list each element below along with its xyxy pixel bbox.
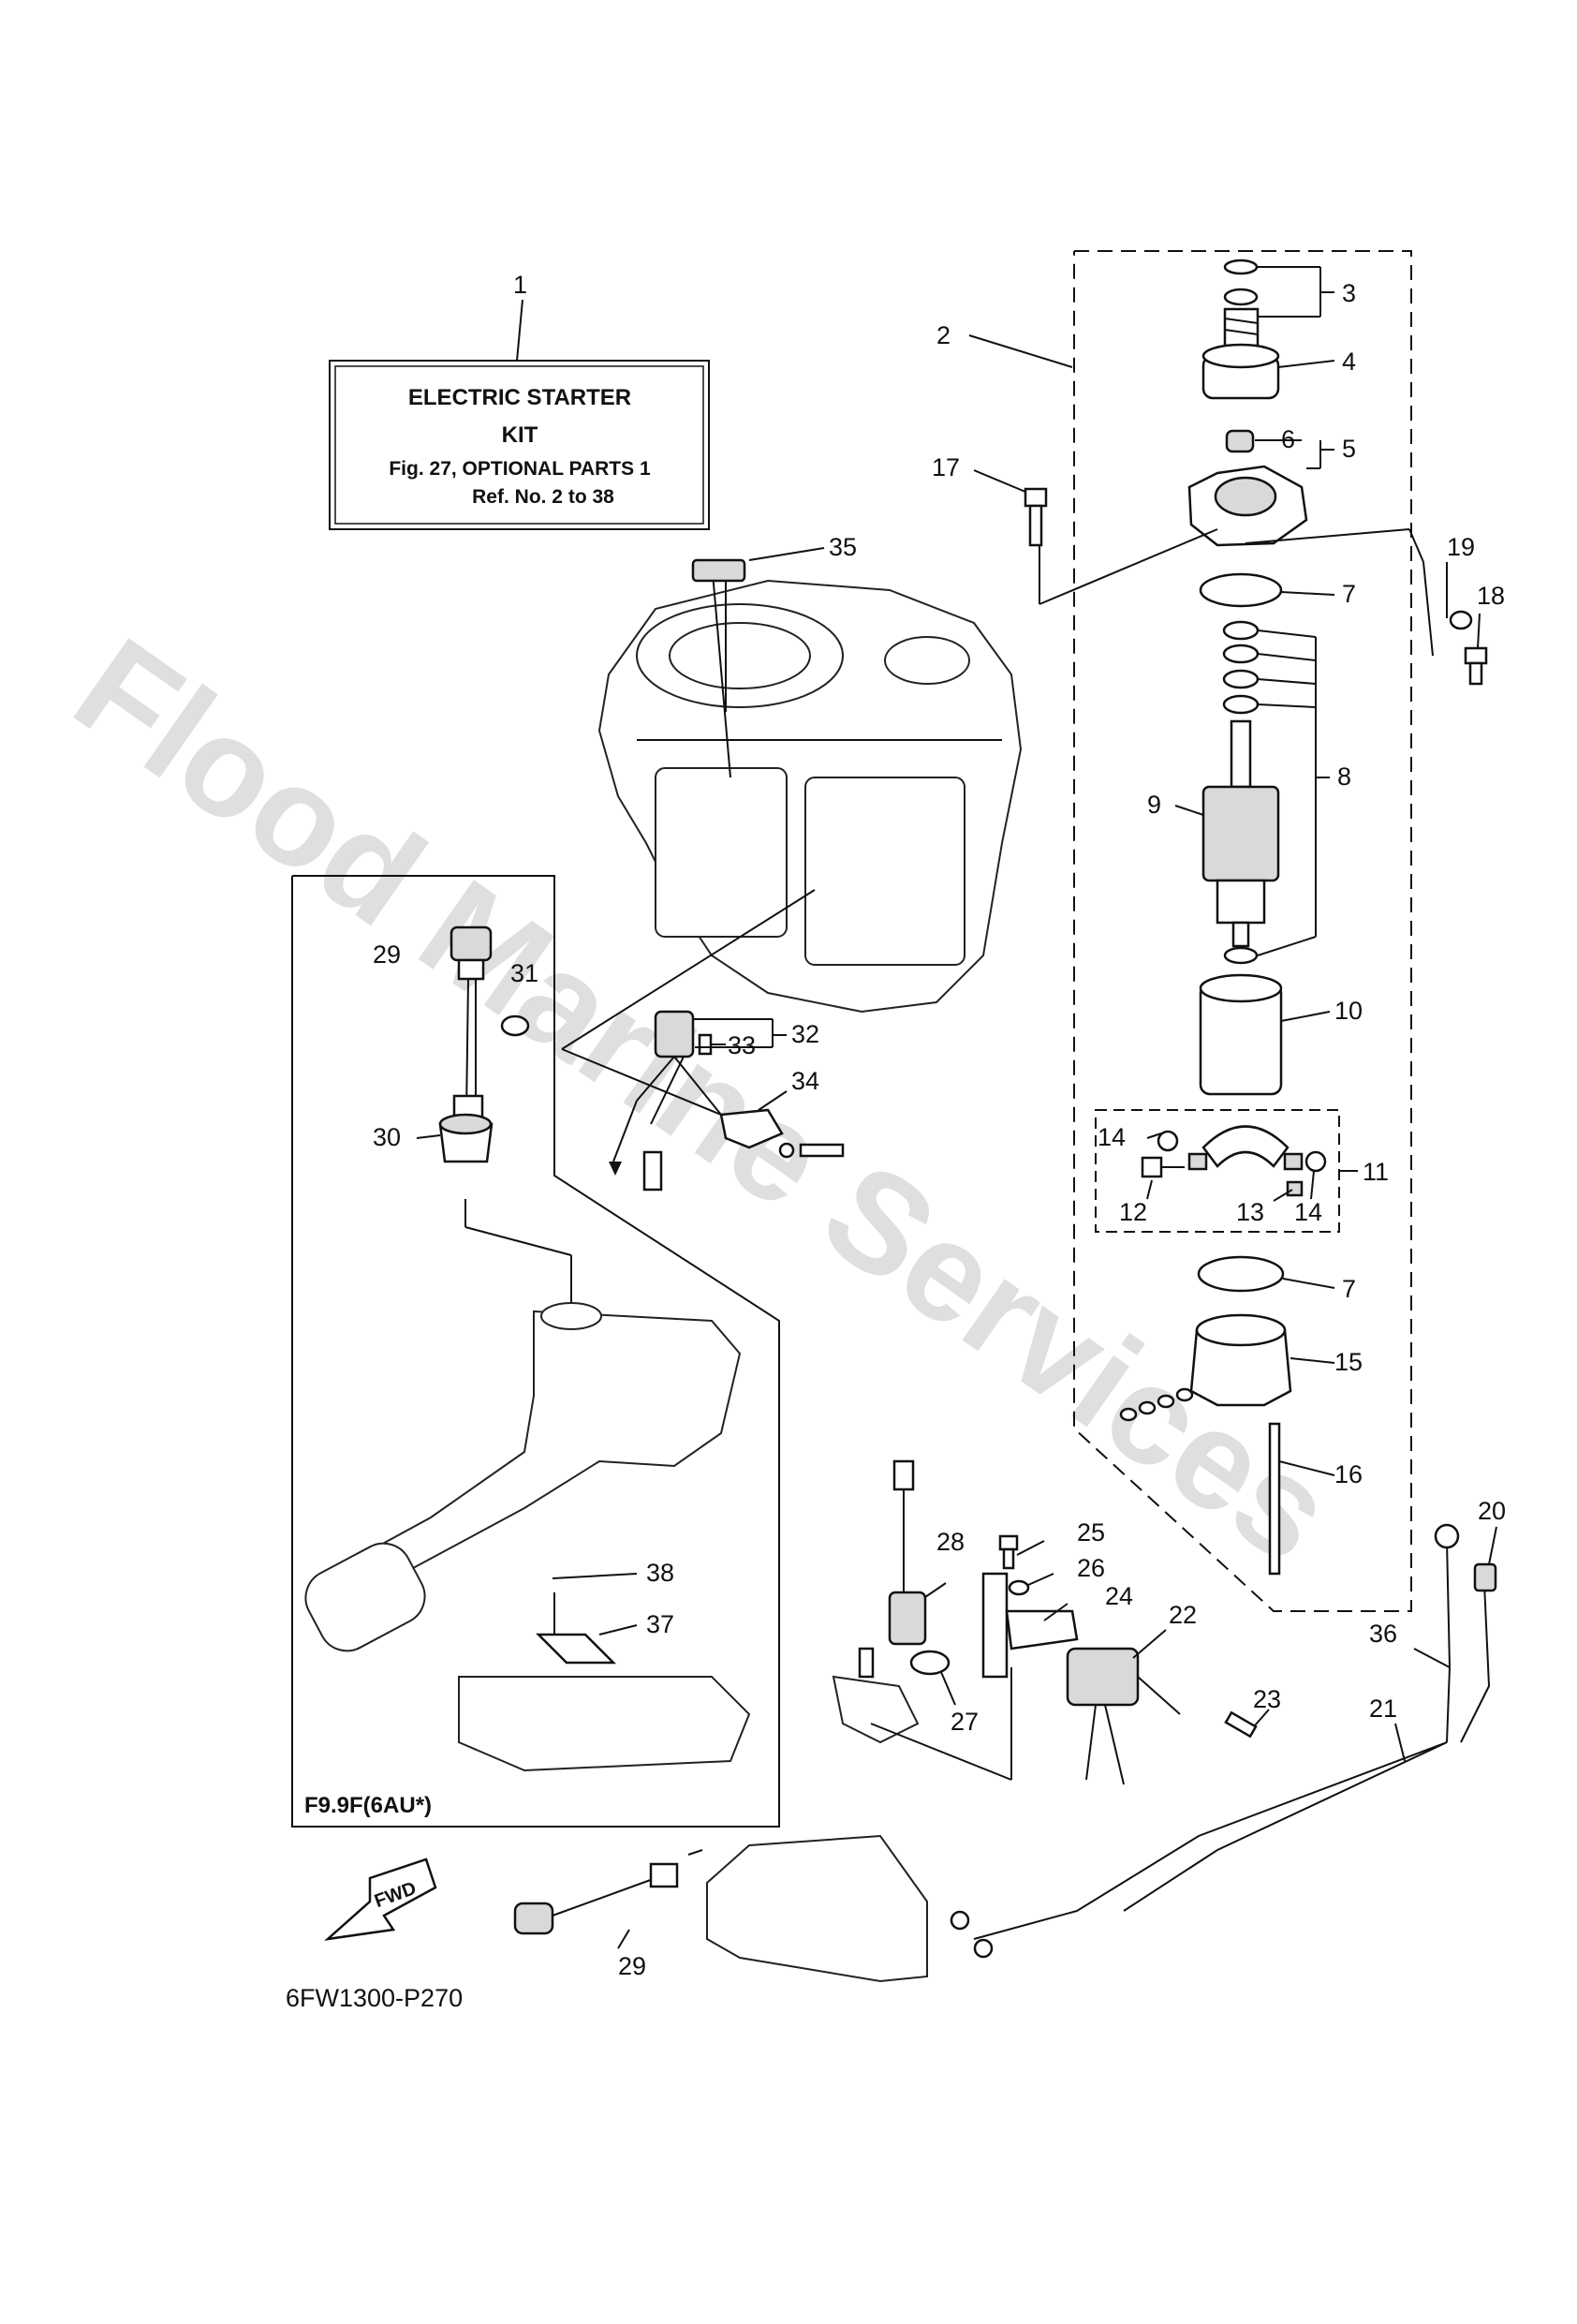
callout-8: 8	[1337, 762, 1351, 791]
callout-28: 28	[936, 1528, 965, 1556]
kit-title: ELECTRIC STARTER	[408, 385, 631, 410]
callout-29a: 29	[373, 940, 401, 969]
callout-13: 13	[1236, 1198, 1264, 1226]
kit-info-box: ELECTRIC STARTER KIT Fig. 27, OPTIONAL P…	[329, 360, 710, 530]
callout-16: 16	[1334, 1460, 1363, 1488]
callout-12: 12	[1119, 1198, 1147, 1226]
callout-11: 11	[1363, 1158, 1389, 1186]
leader-lines	[973, 266, 1481, 1476]
kit-figure-ref: Fig. 27, OPTIONAL PARTS 1	[389, 458, 651, 480]
callout-30: 30	[373, 1123, 401, 1151]
callout-25: 25	[1077, 1518, 1105, 1547]
callout-5: 5	[1342, 435, 1356, 463]
callout-35: 35	[829, 533, 857, 561]
inset-components	[304, 925, 751, 1772]
callout-27: 27	[951, 1708, 979, 1736]
callout-9: 9	[1147, 791, 1161, 819]
kit-subtitle: KIT	[502, 422, 538, 448]
callout-36: 36	[1369, 1620, 1397, 1648]
callout-4: 4	[1342, 348, 1356, 376]
callout-19: 19	[1447, 533, 1475, 561]
callout-20: 20	[1478, 1497, 1506, 1525]
connector-35	[691, 558, 746, 583]
callout-14b: 14	[1294, 1198, 1322, 1226]
callout-10: 10	[1334, 997, 1363, 1025]
fwd-arrow-icon: FWD	[324, 1858, 437, 1941]
variant-inset-outline	[291, 875, 780, 1828]
callout-29b: 29	[618, 1952, 646, 1980]
callout-1: 1	[513, 271, 527, 299]
callout-2: 2	[936, 321, 951, 349]
callout-24: 24	[1105, 1582, 1133, 1610]
wiring-harness-parts	[561, 889, 845, 1192]
callout-18: 18	[1477, 582, 1505, 610]
callout-21: 21	[1369, 1695, 1397, 1723]
engine-block	[597, 561, 1023, 1014]
callout-31: 31	[510, 959, 538, 987]
lower-components	[513, 1459, 1497, 1983]
callout-33: 33	[728, 1031, 756, 1059]
drawing-code: 6FW1300-P270	[286, 1984, 463, 2012]
callout-7b: 7	[1342, 1275, 1356, 1303]
callout-numbers: 1 2 3 4 6 5 17 19 18 7 8 9 10 14 11 12 1…	[373, 271, 1506, 1980]
callout-32: 32	[791, 1020, 819, 1048]
variant-label: F9.9F(6AU*)	[304, 1793, 432, 1818]
callout-23: 23	[1253, 1685, 1281, 1713]
callout-26: 26	[1077, 1554, 1105, 1582]
callout-3: 3	[1342, 279, 1356, 307]
callout-37: 37	[646, 1610, 674, 1638]
callout-14a: 14	[1098, 1123, 1126, 1151]
callout-38: 38	[646, 1559, 674, 1587]
callout-15: 15	[1334, 1348, 1363, 1376]
callout-17: 17	[932, 453, 960, 481]
lower-leaders	[617, 1526, 1497, 1949]
kit-ref-range: Ref. No. 2 to 38	[472, 486, 614, 508]
inset-leaders	[416, 1134, 638, 1636]
callout-34: 34	[791, 1067, 819, 1095]
callout-7a: 7	[1342, 580, 1356, 608]
callout-22: 22	[1169, 1601, 1197, 1629]
starter-motor-assembly-outline	[1073, 250, 1412, 1612]
callout-6: 6	[1281, 425, 1295, 453]
